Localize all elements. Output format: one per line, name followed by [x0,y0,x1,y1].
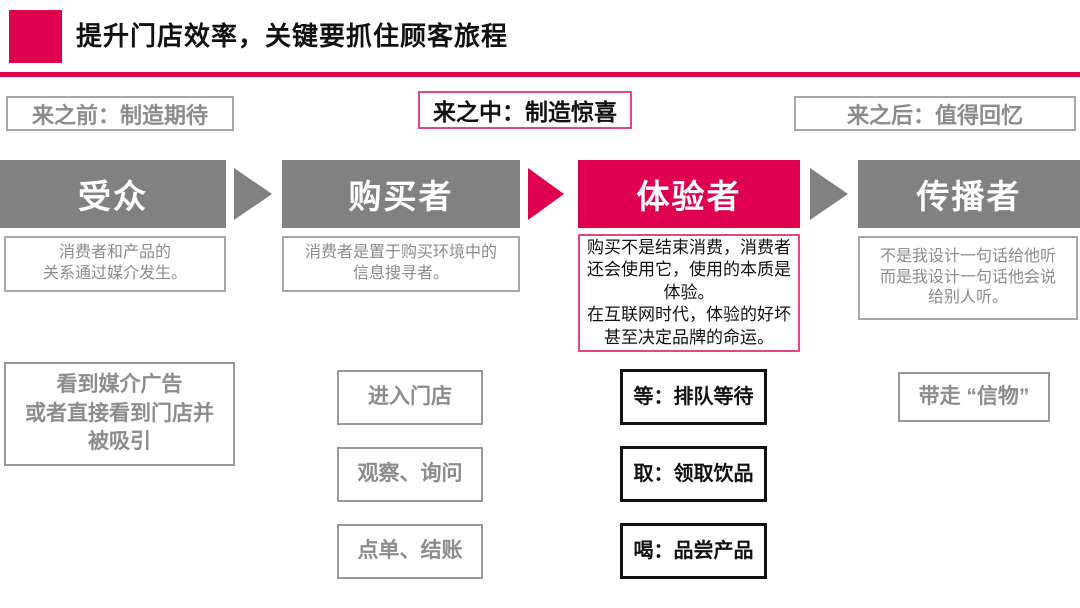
action-audience: 看到媒介广告 或者直接看到门店并 被吸引 [4,362,235,466]
action-experiencer-pickup: 取：领取饮品 [620,446,767,502]
action-spreader-token: 带走 “信物” [898,372,1050,422]
phase-label-during: 来之中：制造惊喜 [418,91,632,129]
action-experiencer-wait: 等：排队等待 [620,369,767,425]
action-buyer-enter-store: 进入门店 [337,370,483,425]
action-buyer-observe-ask: 观察、询问 [337,447,483,502]
phase-label-before: 来之前：制造期待 [6,96,234,131]
stage-audience: 受众 [0,160,226,228]
action-experiencer-drink: 喝：品尝产品 [620,523,767,579]
page-title: 提升门店效率，关键要抓住顾客旅程 [76,21,509,51]
desc-experiencer: 购买不是结束消费，消费者还会使用它，使用的本质是体验。 在互联网时代，体验的好坏… [578,234,800,352]
desc-spreader: 不是我设计一句话给他听 而是我设计一句话他会说 给别人听。 [858,236,1078,320]
stage-buyer: 购买者 [282,160,520,228]
title-divider [0,72,1080,77]
desc-audience: 消费者和产品的 关系通过媒介发生。 [4,236,226,292]
desc-buyer: 消费者是置于购买环境中的 信息搜寻者。 [282,236,520,292]
stage-experiencer: 体验者 [578,160,800,228]
arrow-right-icon [528,168,564,220]
arrow-right-icon [234,168,272,220]
phase-label-after: 来之后：值得回忆 [794,96,1076,131]
action-buyer-order-pay: 点单、结账 [337,524,483,579]
stage-spreader: 传播者 [858,160,1080,228]
arrow-right-icon [810,168,848,220]
title-accent-square [9,10,62,63]
